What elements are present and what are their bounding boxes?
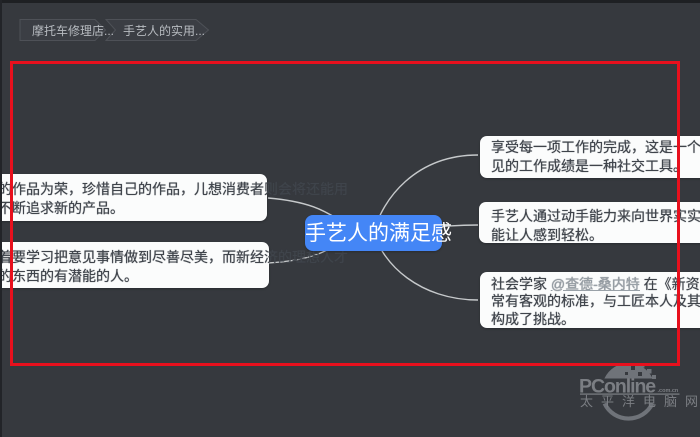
svg-text:太平洋电脑网: 太平洋电脑网 xyxy=(580,394,700,409)
svg-text:PConline: PConline xyxy=(579,375,656,397)
svg-text:.com.cn: .com.cn xyxy=(658,388,679,394)
